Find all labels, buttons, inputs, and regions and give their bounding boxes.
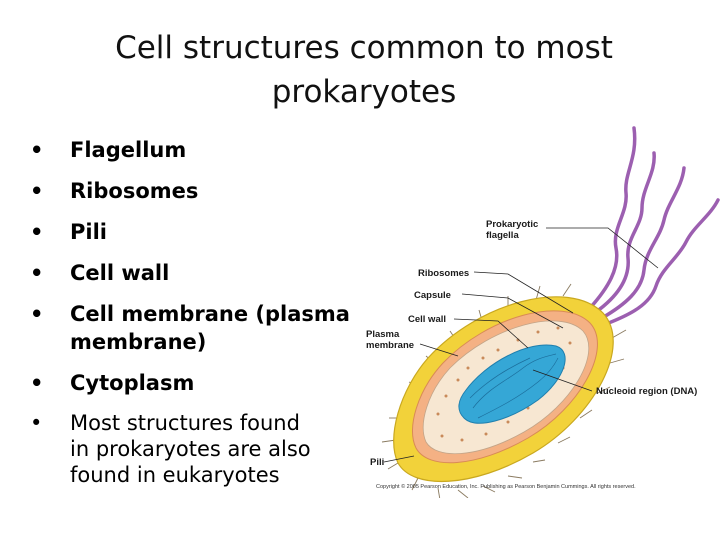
bullet-text: Ribosomes [70, 179, 199, 203]
bullet-pili: • Pili [28, 218, 358, 246]
label-plasma-line-1: Plasma [366, 329, 400, 340]
label-plasma-line-2: membrane [366, 340, 415, 351]
label-cell-wall: Cell wall [408, 314, 447, 325]
title-line-2: prokaryotes [271, 74, 457, 110]
bullet-ribosomes: • Ribosomes [28, 177, 358, 205]
prokaryote-figure: Prokaryotic flagella Ribosomes Capsule C… [358, 118, 728, 501]
bullet-text: Flagellum [70, 138, 187, 162]
bullet-text: Cell membrane (plasma [70, 302, 350, 326]
figure-copyright: Copyright © 2005 Pearson Education, Inc.… [376, 484, 636, 490]
slide-title: Cell structures common to most prokaryot… [60, 26, 668, 114]
bullet-cytoplasm: • Cytoplasm [28, 369, 358, 397]
bullet-text-line-2: membrane) [70, 330, 207, 354]
bullet-list: • Flagellum • Ribosomes • Pili • Cell wa… [28, 136, 358, 501]
bullet-eukaryote-note: • Most structures found in prokaryotes a… [28, 410, 358, 488]
bullet-dot: • [30, 261, 44, 285]
bullet-flagellum: • Flagellum [28, 136, 358, 164]
title-line-1: Cell structures common to most [115, 30, 613, 66]
dna-strands-icon [469, 353, 559, 419]
label-flagella: Prokaryotic flagella [486, 219, 538, 241]
bullet-dot: • [30, 179, 44, 203]
label-ribosomes: Ribosomes [418, 268, 470, 279]
bullet-text: Cytoplasm [70, 371, 195, 395]
label-pili: Pili [370, 457, 385, 468]
label-capsule: Capsule [414, 290, 451, 301]
nucleoid-icon [458, 344, 566, 424]
prokaryote-cell-illustration [381, 126, 720, 501]
label-flagella-line-2: flagella [486, 230, 519, 241]
bullet-text-line-2: in prokaryotes are also [70, 437, 311, 461]
bullet-text-line-3: found in eukaryotes [70, 463, 280, 487]
bullet-dot: • [30, 411, 43, 435]
bullet-dot: • [30, 220, 44, 244]
bullet-cell-wall: • Cell wall [28, 259, 358, 287]
label-plasma-membrane: Plasma membrane [366, 329, 414, 351]
bullet-dot: • [30, 371, 44, 395]
bullet-text: Most structures found [70, 411, 300, 435]
bullet-text: Cell wall [70, 261, 170, 285]
bullet-text: Pili [70, 220, 107, 244]
bullet-dot: • [30, 138, 44, 162]
bullet-dot: • [30, 302, 44, 326]
leader-lines [383, 227, 659, 463]
bullet-cell-membrane: • Cell membrane (plasma membrane) [28, 300, 358, 356]
flagella-icon [588, 126, 720, 326]
label-flagella-line-1: Prokaryotic [486, 219, 539, 230]
label-nucleoid: Nucleoid region (DNA) [596, 386, 698, 397]
